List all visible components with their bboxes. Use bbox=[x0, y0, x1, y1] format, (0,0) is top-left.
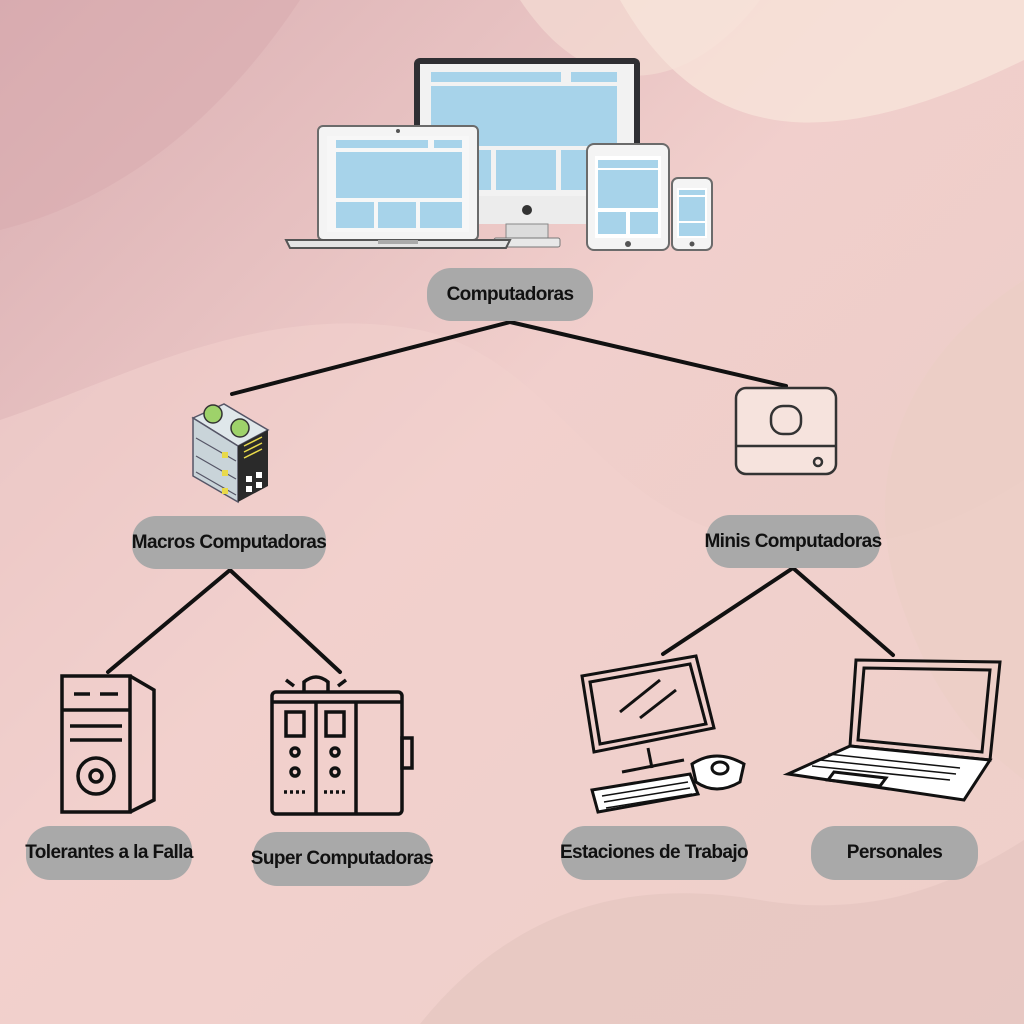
line-minis-estaciones bbox=[661, 566, 795, 656]
node-macros-computadoras-label: Macros Computadoras bbox=[131, 531, 327, 553]
tower-pc-icon bbox=[60, 674, 156, 814]
workstation-icon bbox=[580, 654, 746, 814]
line-minis-personales bbox=[791, 566, 895, 657]
node-minis-computadoras-label: Minis Computadoras bbox=[704, 530, 882, 552]
node-personales-label: Personales bbox=[846, 842, 943, 863]
node-macros-computadoras: Macros Computadoras bbox=[131, 516, 327, 569]
node-tolerantes-falla-label: Tolerantes a la Falla bbox=[25, 842, 193, 863]
mini-pc-icon bbox=[734, 386, 838, 476]
node-super-computadoras-label: Super Computadoras bbox=[250, 848, 434, 869]
laptop-icon bbox=[782, 658, 1002, 802]
supercomputer-icon bbox=[270, 675, 414, 816]
node-personales: Personales bbox=[811, 826, 978, 880]
line-root-left bbox=[230, 320, 512, 396]
line-macros-super bbox=[228, 568, 342, 674]
node-minis-computadoras: Minis Computadoras bbox=[704, 515, 882, 568]
multi-device-icon bbox=[284, 58, 713, 251]
line-macros-tolerantes bbox=[106, 568, 232, 674]
node-tolerantes-falla: Tolerantes a la Falla bbox=[25, 826, 193, 880]
node-estaciones-trabajo: Estaciones de Trabajo bbox=[559, 826, 749, 880]
line-root-right bbox=[508, 320, 788, 388]
node-estaciones-trabajo-label: Estaciones de Trabajo bbox=[559, 842, 749, 863]
connector-lines bbox=[106, 320, 895, 674]
node-computadoras-label: Computadoras bbox=[446, 283, 574, 305]
node-super-computadoras: Super Computadoras bbox=[250, 832, 434, 886]
node-computadoras: Computadoras bbox=[427, 268, 593, 321]
server-stack-icon bbox=[191, 403, 270, 504]
